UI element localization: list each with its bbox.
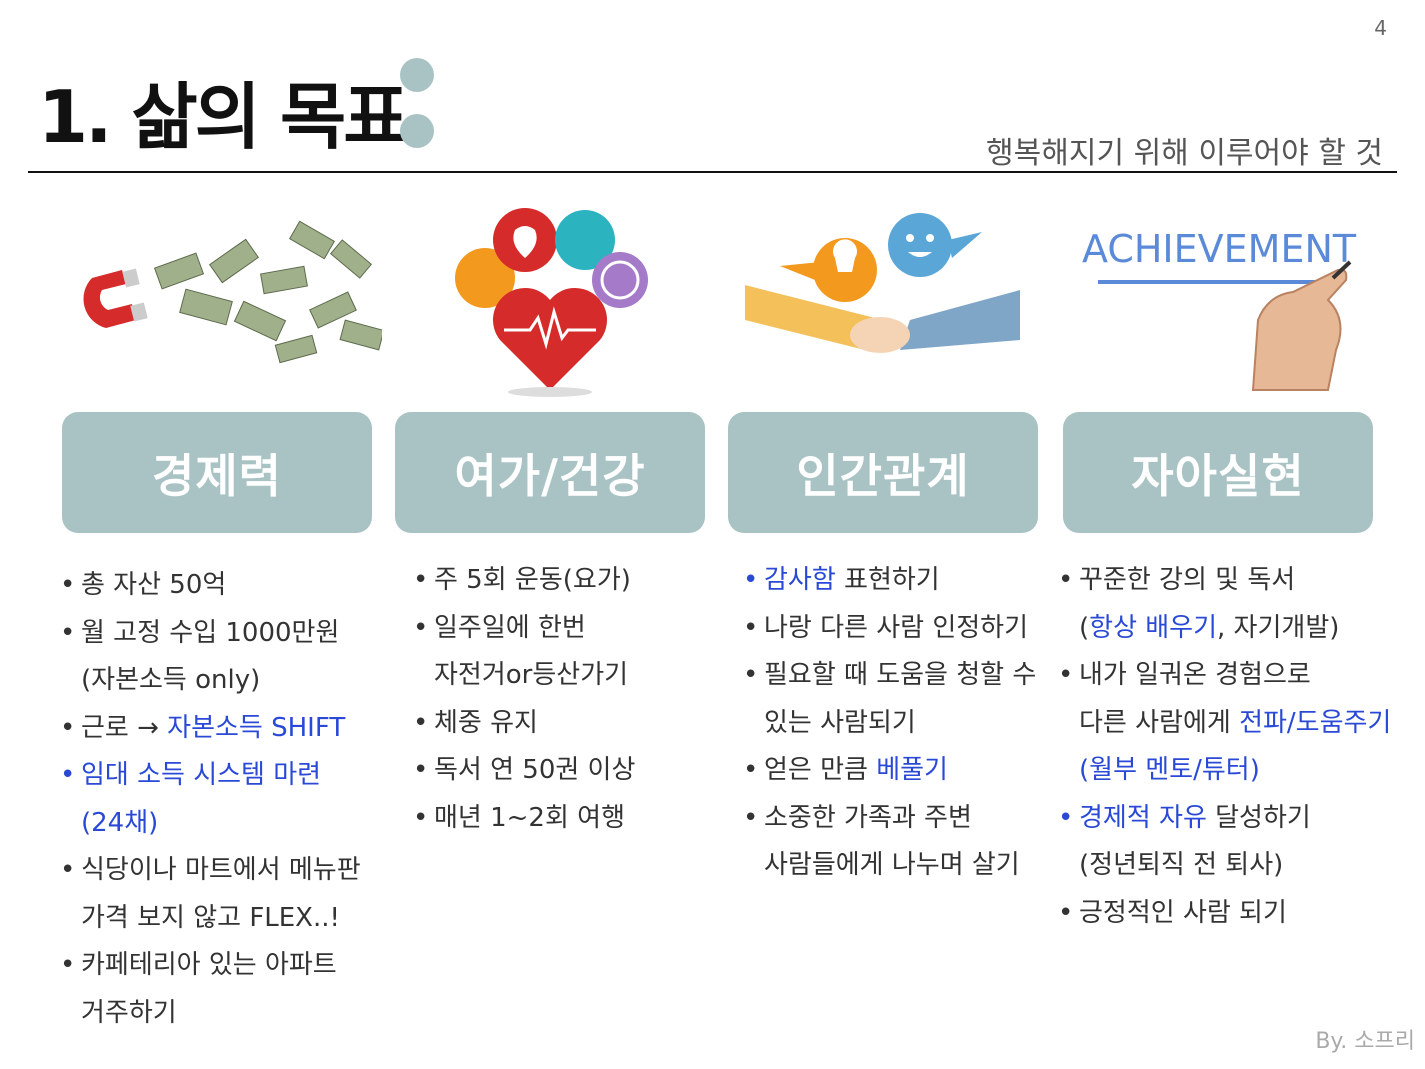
- highlighted-text: 감사함: [764, 565, 836, 595]
- achievement-writing-icon: ACHIEVEMENT: [1078, 200, 1398, 400]
- list-item-text: 꾸준한 강의 및 독서: [1079, 565, 1296, 595]
- list-item-text: 체중 유지: [434, 707, 538, 738]
- page-number: 4: [1374, 16, 1387, 40]
- list-item: 경제적 자유 달성하기: [1058, 795, 1391, 843]
- list-item-text: 긍정적인 사람 되기: [1079, 897, 1287, 928]
- list-item: (자본소득 only): [81, 657, 361, 705]
- list-item: 있는 사람되기: [764, 700, 1036, 748]
- list-item: 나랑 다른 사람 인정하기: [743, 605, 1036, 653]
- list-item-text: 가격 보지 않고 FLEX..!: [81, 902, 340, 933]
- list-item: 체중 유지: [413, 700, 635, 748]
- list-item-text: 자전거or등산가기: [434, 660, 629, 690]
- list-item-text: 사람들에게 나누며 살기: [764, 850, 1020, 880]
- list-item-text: 매년 1~2회 여행: [434, 802, 625, 833]
- list-item-text: 독서 연 50권 이상: [434, 755, 636, 785]
- list-item: 거주하기: [81, 990, 361, 1038]
- highlighted-text: 전파/도움주기: [1239, 707, 1392, 738]
- list-item: 소중한 가족과 주변: [743, 795, 1036, 843]
- highlighted-text: 경제적 자유: [1079, 802, 1207, 833]
- list-item-text: 얻은 만큼: [764, 755, 877, 785]
- title-divider: [28, 171, 1397, 173]
- list-item: (항상 배우기, 자기개발): [1079, 605, 1391, 653]
- list-item-text: 주 5회 운동(요가): [434, 565, 631, 595]
- list-item-text: 다른 사람에게: [1079, 707, 1240, 738]
- list-item: (정년퇴직 전 퇴사): [1079, 842, 1391, 890]
- list-item-text: , 자기개발): [1217, 612, 1340, 643]
- list-item: 내가 일궈온 경험으로: [1058, 652, 1391, 700]
- list-item: 식당이나 마트에서 메뉴판: [60, 847, 361, 895]
- list-item: 자전거or등산가기: [434, 652, 635, 700]
- page-title: 1. 삶의 목표: [38, 75, 410, 159]
- highlighted-text: 자본소득 SHIFT: [167, 712, 346, 743]
- list-item: 사람들에게 나누며 살기: [764, 842, 1036, 890]
- list-item: 꾸준한 강의 및 독서: [1058, 557, 1391, 605]
- handshake-icon: [740, 200, 1060, 400]
- title-colon-dots: [400, 58, 436, 150]
- list-item-text: 필요할 때 도움을 청할 수: [764, 660, 1037, 690]
- list-item-text: 소중한 가족과 주변: [764, 802, 972, 833]
- list-item: 매년 1~2회 여행: [413, 795, 635, 843]
- list-item: (24채): [81, 800, 361, 848]
- list-item: 감사함 표현하기: [743, 557, 1036, 605]
- list-economic: 총 자산 50억월 고정 수입 1000만원 (자본소득 only) 근로 → 자본…: [60, 562, 361, 1038]
- highlighted-text: (월부 멘토/튜터): [1079, 755, 1260, 785]
- achievement-word: ACHIEVEMENT: [1082, 227, 1357, 271]
- list-item-text: (정년퇴직 전 퇴사): [1079, 850, 1284, 880]
- health-heart-icon: [400, 200, 720, 400]
- list-item-text: 거주하기: [81, 997, 177, 1028]
- list-leisure-health: 주 5회 운동(요가) 일주일에 한번자전거or등산가기체중 유지독서 연 50권…: [413, 557, 636, 843]
- list-item: 긍정적인 사람 되기: [1058, 890, 1391, 938]
- category-leisure-health: 여가/건강: [395, 412, 705, 533]
- list-item-text: 일주일에 한번: [434, 612, 586, 643]
- list-item: 카페테리아 있는 아파트: [60, 942, 361, 990]
- list-item-text: (: [1079, 612, 1090, 643]
- highlighted-text: 임대 소득 시스템 마련: [81, 760, 322, 790]
- list-item: 필요할 때 도움을 청할 수: [743, 652, 1037, 700]
- list-item: 근로 → 자본소득 SHIFT: [60, 705, 361, 753]
- footer-author: By. 소프리: [1315, 1029, 1415, 1054]
- list-item: 주 5회 운동(요가): [413, 557, 635, 605]
- list-item: 가격 보지 않고 FLEX..!: [81, 895, 361, 943]
- list-item-text: 표현하기: [835, 565, 940, 595]
- list-item-text: 총 자산 50억: [81, 570, 227, 600]
- list-item-text: 나랑 다른 사람 인정하기: [764, 612, 1028, 643]
- list-item: 독서 연 50권 이상: [413, 747, 636, 795]
- list-item-text: 카페테리아 있는 아파트: [81, 950, 337, 980]
- highlighted-text: 항상 배우기: [1089, 612, 1218, 643]
- list-relationships: 감사함 표현하기나랑 다른 사람 인정하기필요할 때 도움을 청할 수있는 사람…: [743, 557, 1037, 890]
- list-item-text: 달성하기: [1206, 802, 1311, 833]
- list-item: (월부 멘토/튜터): [1079, 747, 1391, 795]
- page-subtitle: 행복해지기 위해 이루어야 할 것: [986, 136, 1383, 171]
- list-item: 월 고정 수입 1000만원: [60, 610, 361, 658]
- category-economic: 경제력: [62, 412, 372, 533]
- list-item: 다른 사람에게 전파/도움주기: [1079, 700, 1391, 748]
- highlighted-text: (24채): [81, 807, 159, 838]
- list-item: 총 자산 50억: [60, 562, 361, 610]
- list-item: 일주일에 한번: [413, 605, 635, 653]
- list-item: 얻은 만큼 베풀기: [743, 747, 1036, 795]
- list-item-text: 근로 →: [81, 712, 168, 743]
- list-item-text: 있는 사람되기: [764, 707, 916, 738]
- list-item: 임대 소득 시스템 마련: [60, 752, 361, 800]
- list-item-text: (자본소득 only): [81, 665, 261, 695]
- highlighted-text: 베풀기: [876, 755, 948, 785]
- category-self-realization: 자아실현: [1063, 412, 1373, 533]
- list-item-text: 월 고정 수입 1000만원: [81, 617, 340, 648]
- category-relationships: 인간관계: [728, 412, 1038, 533]
- list-item-text: 식당이나 마트에서 메뉴판: [81, 855, 361, 885]
- list-item-text: 내가 일궈온 경험으로: [1079, 660, 1311, 690]
- magnet-money-icon: [62, 200, 385, 400]
